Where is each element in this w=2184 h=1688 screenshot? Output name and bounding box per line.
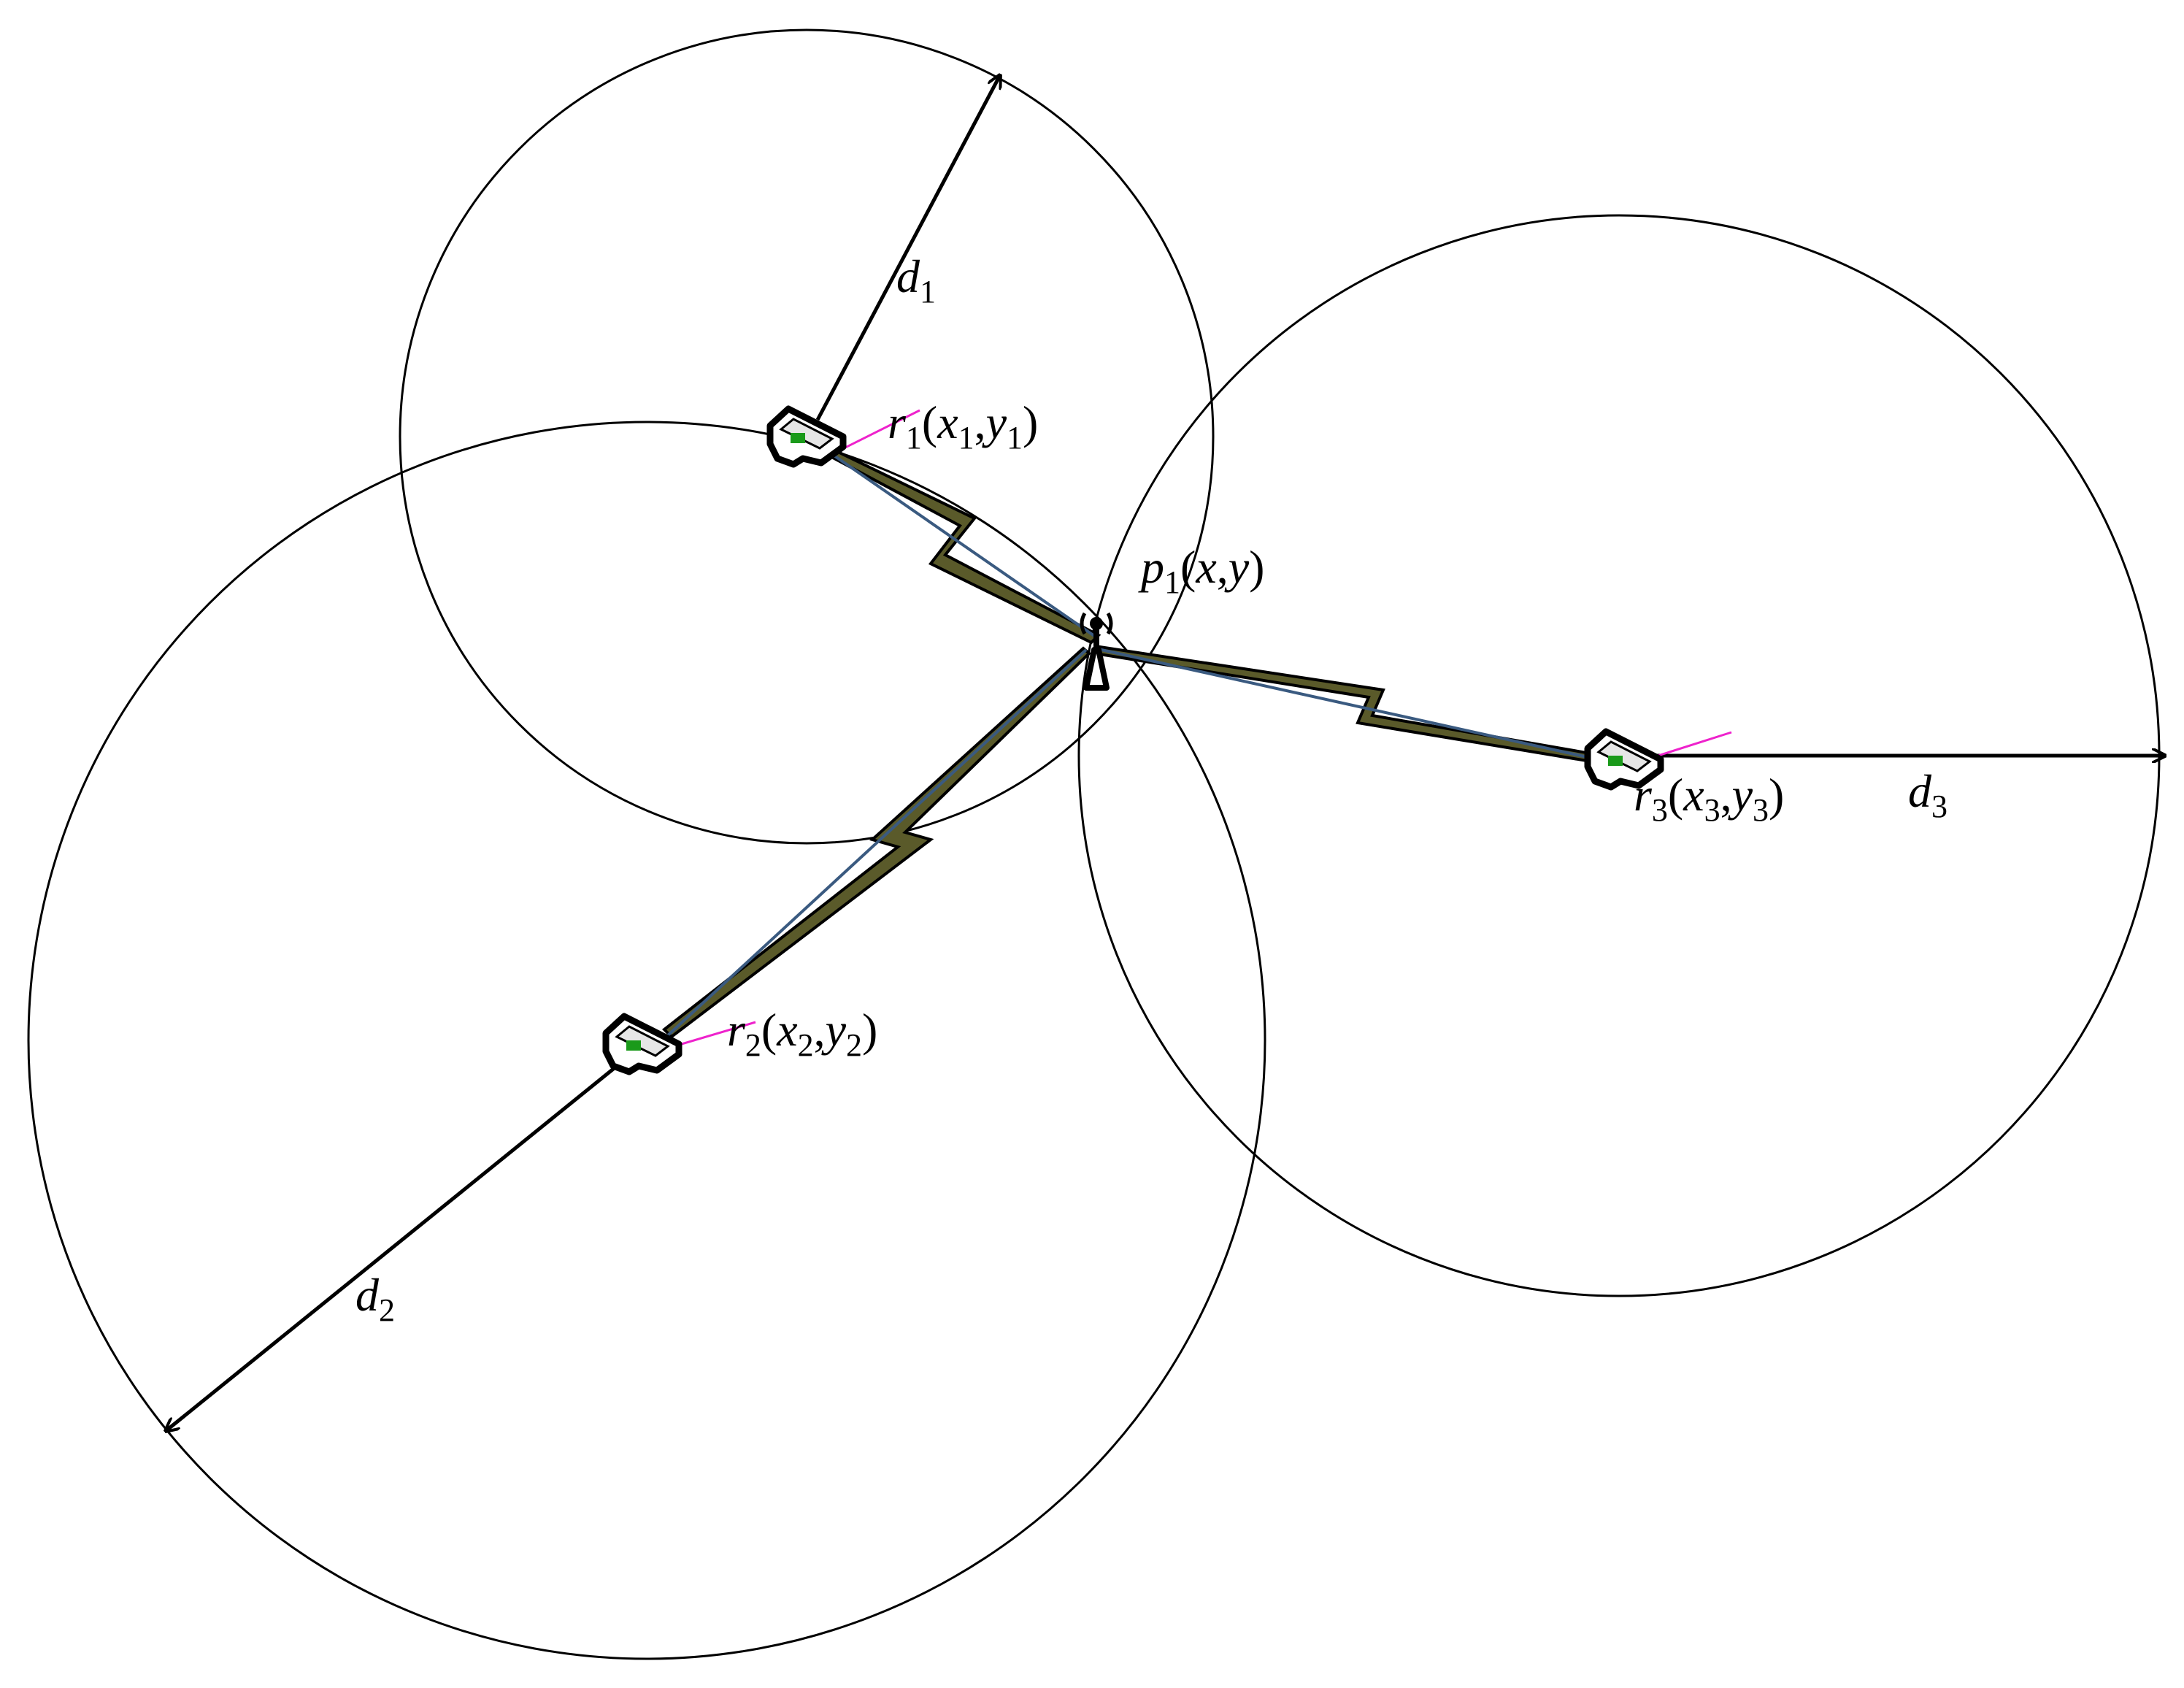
tag-label: p1(x,y) <box>1138 541 1264 600</box>
radius-arrow-2 <box>166 1050 637 1431</box>
distance-label-1: d1 <box>896 250 936 310</box>
reader-label-2: r2(x2,y2) <box>727 1004 877 1063</box>
radius-arrow-1 <box>815 75 1000 421</box>
antenna-line-1 <box>831 409 920 456</box>
lightning-link-icon <box>661 646 1091 1039</box>
range-circle-1 <box>399 28 1215 845</box>
router-icon <box>766 405 847 468</box>
lightning-link-icon <box>1093 644 1598 764</box>
router-icon <box>1584 728 1664 791</box>
router-icon <box>602 1013 682 1075</box>
antenna-tower-icon <box>1080 612 1113 691</box>
distance-label-2: d2 <box>355 1269 395 1328</box>
reader-label-1: r1(x1,y1) <box>888 396 1038 456</box>
reader-label-3: r3(x3,y3) <box>1634 769 1784 828</box>
range-circle-2 <box>27 421 1266 1660</box>
distance-label-3: d3 <box>1908 765 1947 824</box>
lightning-link-icon <box>802 434 1101 645</box>
